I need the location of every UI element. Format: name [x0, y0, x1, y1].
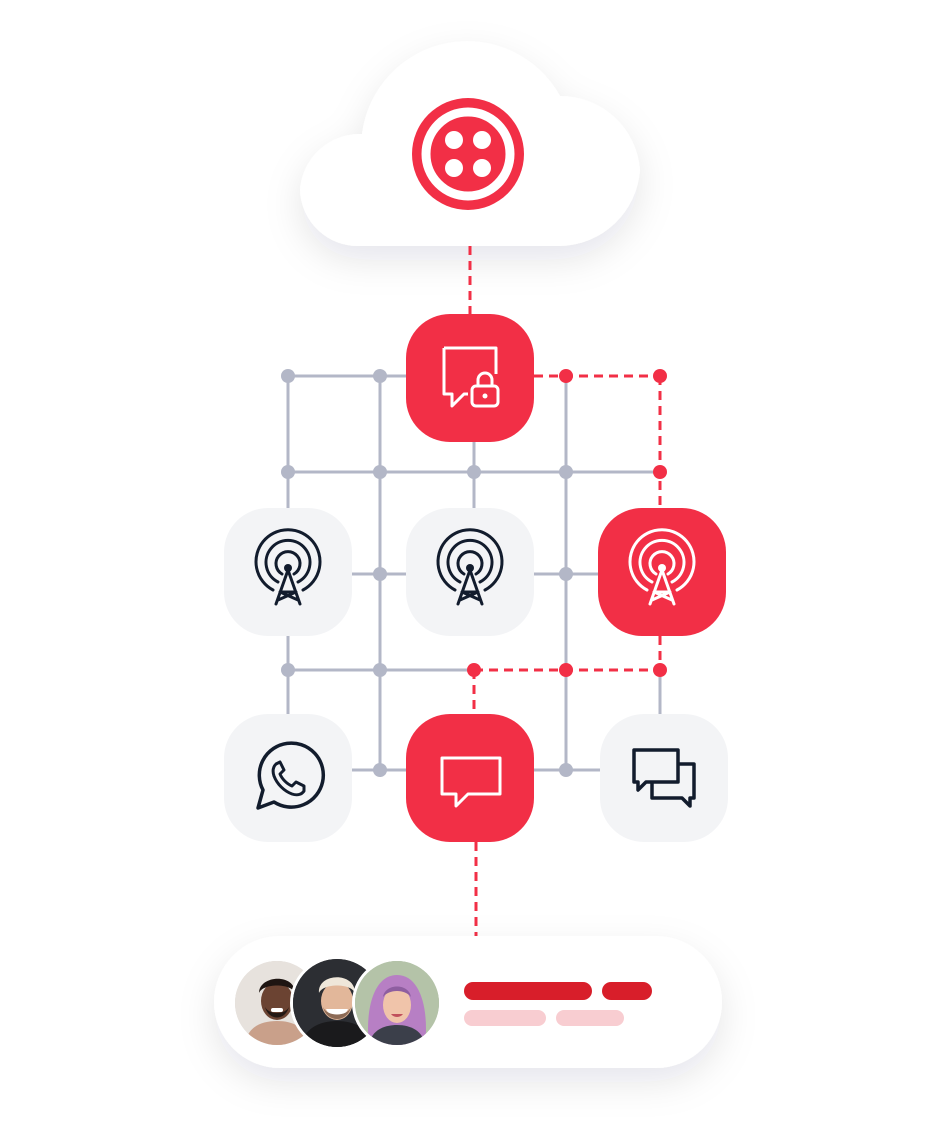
radio-tower-icon — [436, 528, 504, 606]
tower-node-right[interactable] — [598, 508, 726, 636]
whatsapp-icon — [256, 741, 326, 810]
radio-tower-icon — [628, 528, 696, 606]
radio-tower-icon — [254, 528, 322, 606]
chat-bubble-icon — [440, 756, 502, 808]
whatsapp-node[interactable] — [224, 714, 352, 842]
tower-node-center[interactable] — [406, 508, 534, 636]
twilio-logo-icon — [412, 98, 524, 210]
active-route-nodes — [467, 369, 667, 677]
recipient-detail-placeholder-short — [556, 1010, 624, 1026]
grid-nodes — [281, 369, 573, 777]
recipient-detail-placeholder — [464, 1010, 546, 1026]
avatar-woman-pink-hair — [352, 958, 442, 1048]
conversations-node[interactable] — [600, 714, 728, 842]
secure-message-icon — [442, 346, 500, 408]
conversations-icon — [632, 748, 696, 808]
secure-message-node[interactable] — [406, 314, 534, 442]
recipient-name-placeholder-short — [602, 982, 652, 1000]
recipient-name-placeholder — [464, 982, 592, 1000]
tower-node-left[interactable] — [224, 508, 352, 636]
sms-node[interactable] — [406, 714, 534, 842]
